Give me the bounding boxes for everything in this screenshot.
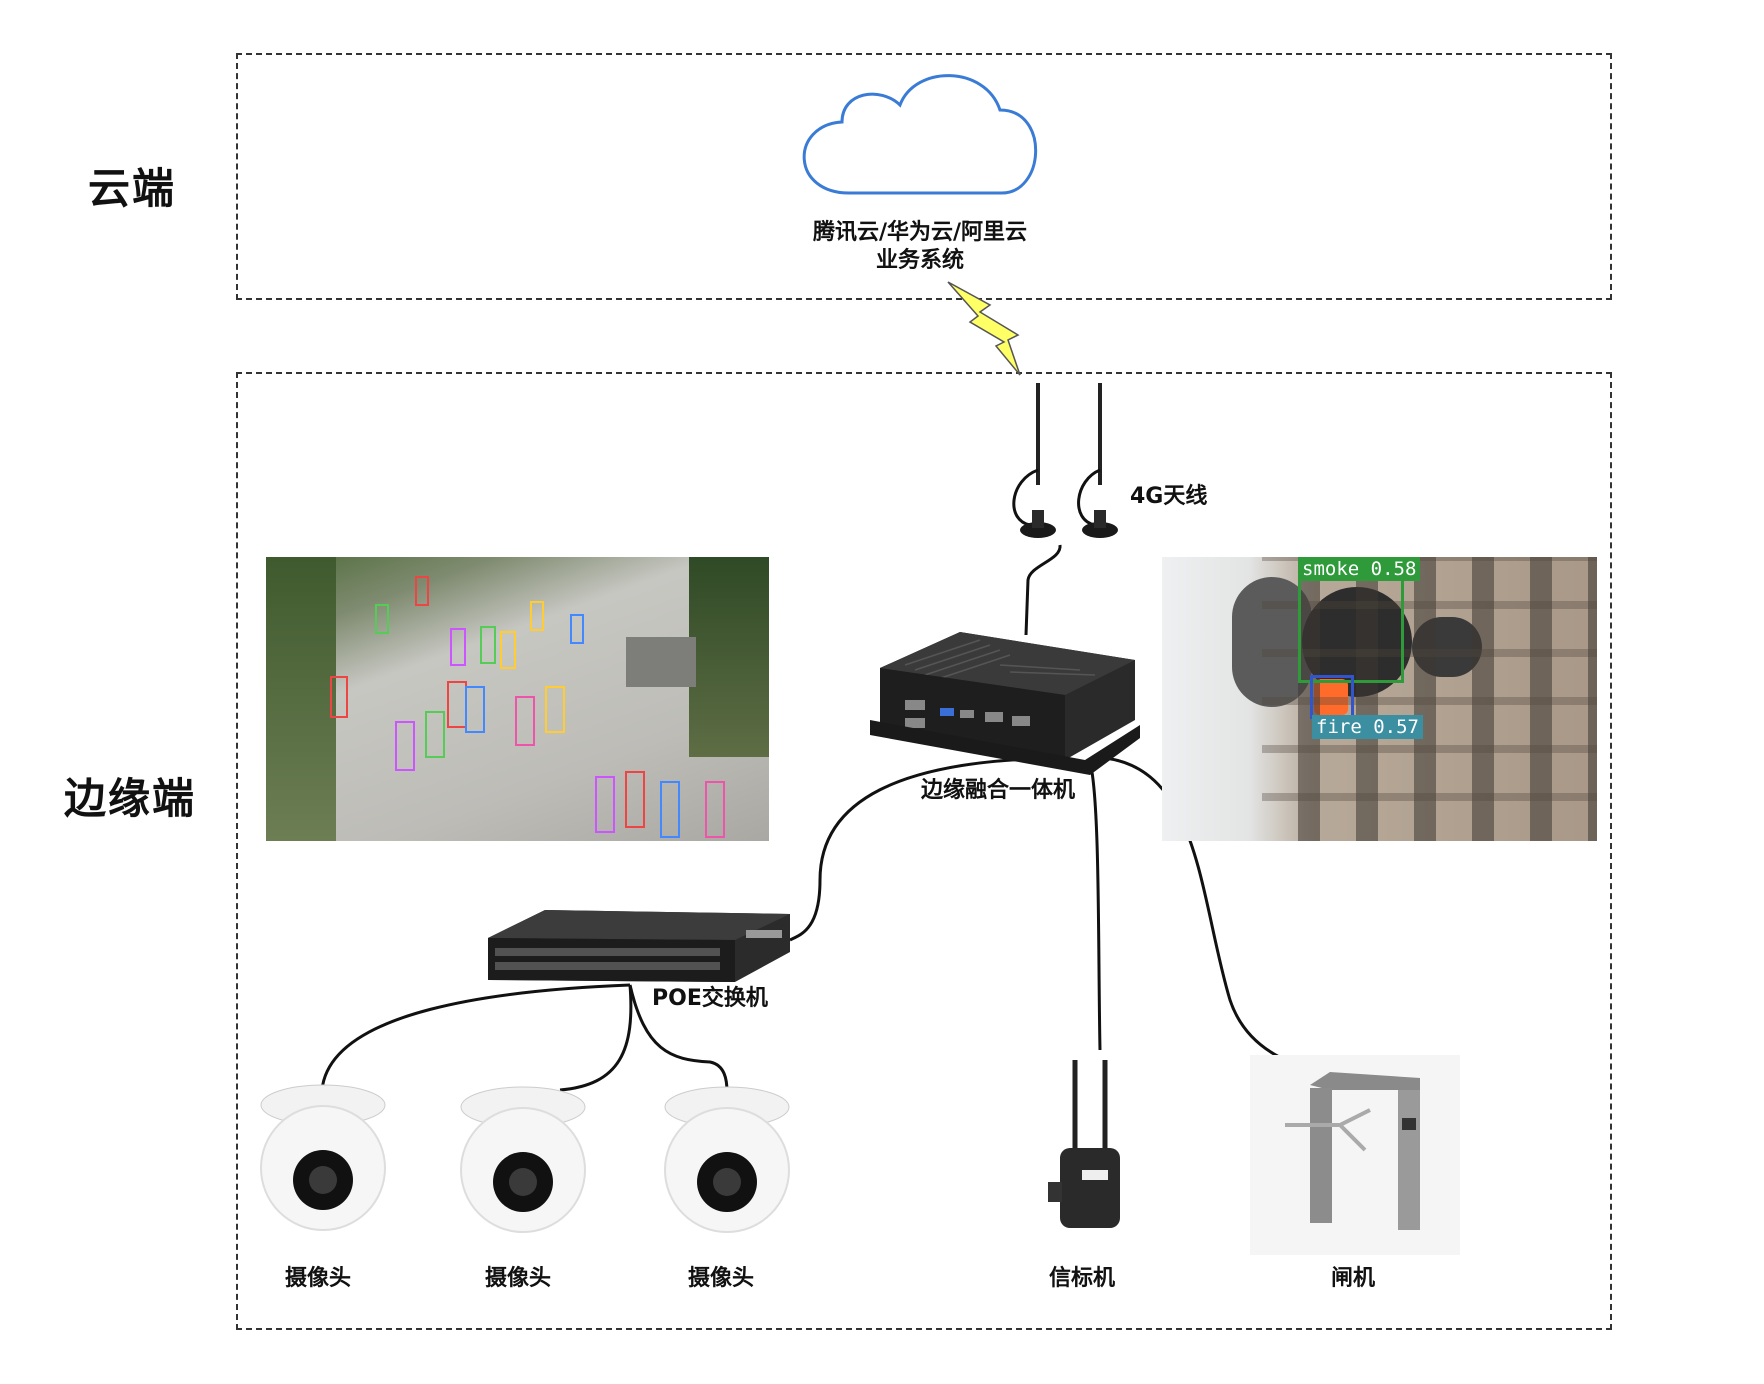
lightning-bolt-icon (947, 281, 1021, 376)
antenna-icon (1012, 383, 1118, 538)
dome-camera-icon (260, 1084, 386, 1231)
cable-switch-cam3 (628, 984, 729, 1093)
pedestrian-detection-photo (266, 557, 769, 841)
edge-zone (236, 372, 1612, 1330)
fire-detection-photo: smoke 0.58 fire 0.57 (1162, 557, 1597, 841)
beacon-label: 信标机 (1048, 1266, 1116, 1291)
detection-boxes (330, 576, 725, 838)
fire-detection-label: fire 0.57 (1312, 715, 1423, 739)
cloud-label-line1: 腾讯云/华为云/阿里云 (812, 220, 1028, 245)
camera-label-1: 摄像头 (284, 1266, 352, 1291)
camera-label-2: 摄像头 (484, 1266, 552, 1291)
dome-camera-icon (664, 1086, 790, 1233)
edge-computer-icon (870, 632, 1140, 775)
dome-camera-icon (460, 1086, 586, 1233)
beacon-device-icon (1048, 1060, 1120, 1228)
edge-zone-label: 边缘端 (64, 774, 197, 823)
switch-label: POE交换机 (652, 986, 768, 1011)
cloud-icon (802, 74, 1038, 195)
cable-switch-cam1 (320, 983, 631, 1091)
turnstile-gate-icon (1250, 1055, 1460, 1255)
cable-switch-cam2 (559, 984, 633, 1092)
antenna-label: 4G天线 (1130, 484, 1208, 509)
cloud-zone (236, 53, 1612, 300)
network-switch-icon (488, 910, 790, 982)
smoke-detection-box (1298, 577, 1404, 683)
cable-edge-switch (789, 756, 1061, 942)
cloud-label-line2: 业务系统 (875, 248, 965, 273)
cable-edge-beacon (1088, 761, 1102, 1051)
cable-antenna-edge (1024, 544, 1062, 636)
smoke-detection-label: smoke 0.58 (1298, 557, 1421, 581)
cloud-zone-label: 云端 (88, 164, 177, 213)
fire-detection-box (1310, 675, 1354, 719)
edge-box-label: 边缘融合一体机 (920, 778, 1076, 803)
gate-label: 闸机 (1330, 1266, 1376, 1291)
camera-label-3: 摄像头 (687, 1266, 755, 1291)
